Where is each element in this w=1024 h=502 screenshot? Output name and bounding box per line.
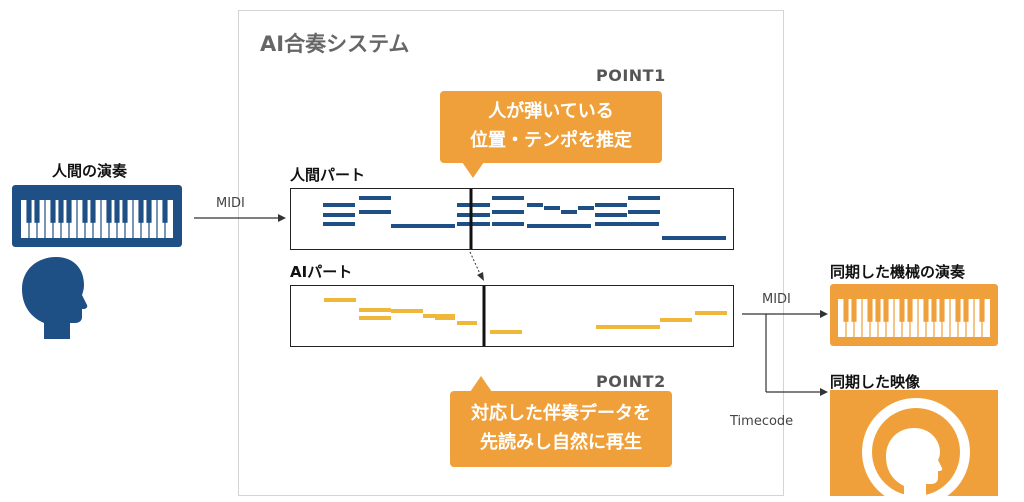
piano-black-key	[66, 200, 72, 223]
piano-black-key	[34, 200, 40, 223]
output-arrows	[742, 310, 828, 396]
human-note-bar	[359, 196, 391, 200]
piano-black-key	[82, 200, 88, 223]
ai-note-bar	[490, 330, 522, 334]
human-note-bar	[492, 210, 524, 214]
piano-black-key	[114, 200, 120, 223]
piano-black-key	[138, 200, 144, 223]
synced-video-title: 同期した映像	[830, 373, 921, 391]
ai-note-bar	[359, 316, 391, 320]
point2-label: POINT2	[596, 372, 666, 391]
human-note-bar	[595, 203, 627, 207]
human-note-bar	[391, 224, 455, 228]
piano-black-key	[162, 200, 168, 223]
human-note-bar	[457, 203, 490, 207]
human-part-piano-roll	[290, 188, 734, 250]
piano-black-key	[875, 299, 881, 322]
human-piano-keyboard-icon	[12, 185, 182, 247]
piano-black-key	[979, 299, 985, 322]
ai-system-container	[238, 10, 784, 496]
human-note-bar	[544, 206, 560, 210]
ai-note-bar	[324, 298, 356, 302]
human-note-bar	[359, 210, 391, 214]
point2-callout-line2: 先読みし自然に再生	[480, 432, 642, 453]
point2-callout-line1: 対応した伴奏データを	[471, 403, 651, 424]
system-title: AI合奏システム	[260, 32, 410, 56]
midi-out-label: MIDI	[762, 292, 791, 307]
point1-callout-line2: 位置・テンポを推定	[470, 130, 632, 151]
human-note-bar	[561, 210, 577, 214]
ai-note-bar	[660, 318, 692, 322]
human-note-bar	[323, 213, 355, 217]
piano-black-key	[867, 299, 873, 322]
ai-part-label: AIパート	[290, 263, 353, 281]
human-note-bar	[527, 203, 543, 207]
human-note-bar	[457, 213, 490, 217]
point1-callout: 人が弾いている 位置・テンポを推定	[440, 91, 662, 163]
piano-black-key	[851, 299, 857, 322]
point1-label: POINT1	[596, 66, 666, 85]
human-note-bar	[492, 222, 524, 226]
human-note-bar	[628, 210, 660, 214]
piano-black-key	[939, 299, 945, 322]
piano-black-key	[843, 299, 849, 322]
ai-note-bar	[695, 311, 727, 315]
piano-black-key	[50, 200, 56, 223]
timecode-label: Timecode	[730, 414, 794, 429]
piano-black-key	[883, 299, 889, 322]
human-performance-title: 人間の演奏	[52, 162, 128, 180]
human-note-bar	[492, 196, 524, 200]
machine-piano-keyboard-icon	[830, 284, 998, 346]
piano-black-key	[58, 200, 64, 223]
piano-black-key	[931, 299, 937, 322]
piano-black-key	[146, 200, 152, 223]
midi-in-arrow	[194, 214, 286, 222]
piano-black-key	[899, 299, 905, 322]
piano-black-key	[963, 299, 969, 322]
piano-black-key	[106, 200, 112, 223]
machine-performance-title: 同期した機械の演奏	[830, 263, 966, 281]
midi-in-label: MIDI	[216, 196, 245, 211]
point1-callout-pointer	[462, 162, 484, 178]
point2-callout-pointer	[470, 376, 492, 392]
human-note-bar	[662, 236, 726, 240]
human-note-bar	[595, 213, 627, 217]
piano-black-key	[955, 299, 961, 322]
point1-callout-line1: 人が弾いている	[488, 101, 614, 122]
ai-note-bar	[391, 309, 423, 313]
ai-note-bar	[359, 308, 391, 312]
ai-part-piano-roll	[290, 285, 734, 347]
human-head-silhouette-icon	[22, 257, 88, 339]
ai-note-bar	[596, 325, 660, 329]
human-note-bar	[595, 222, 659, 226]
playhead-lookahead-arrow	[469, 251, 484, 281]
ai-note-bar	[457, 321, 477, 325]
piano-black-key	[923, 299, 929, 322]
piano-black-key	[26, 200, 32, 223]
human-note-bar	[323, 203, 355, 207]
piano-black-key	[907, 299, 913, 322]
human-note-bar	[323, 222, 355, 226]
human-note-bar	[628, 196, 660, 200]
human-note-bar	[578, 206, 594, 210]
synced-video-icon	[830, 390, 998, 496]
human-note-bar	[457, 222, 490, 226]
human-part-label: 人間パート	[290, 166, 366, 184]
piano-black-key	[122, 200, 128, 223]
piano-black-key	[90, 200, 96, 223]
point2-callout: 対応した伴奏データを 先読みし自然に再生	[450, 391, 672, 467]
ai-note-bar	[435, 316, 455, 320]
human-note-bar	[527, 224, 591, 228]
